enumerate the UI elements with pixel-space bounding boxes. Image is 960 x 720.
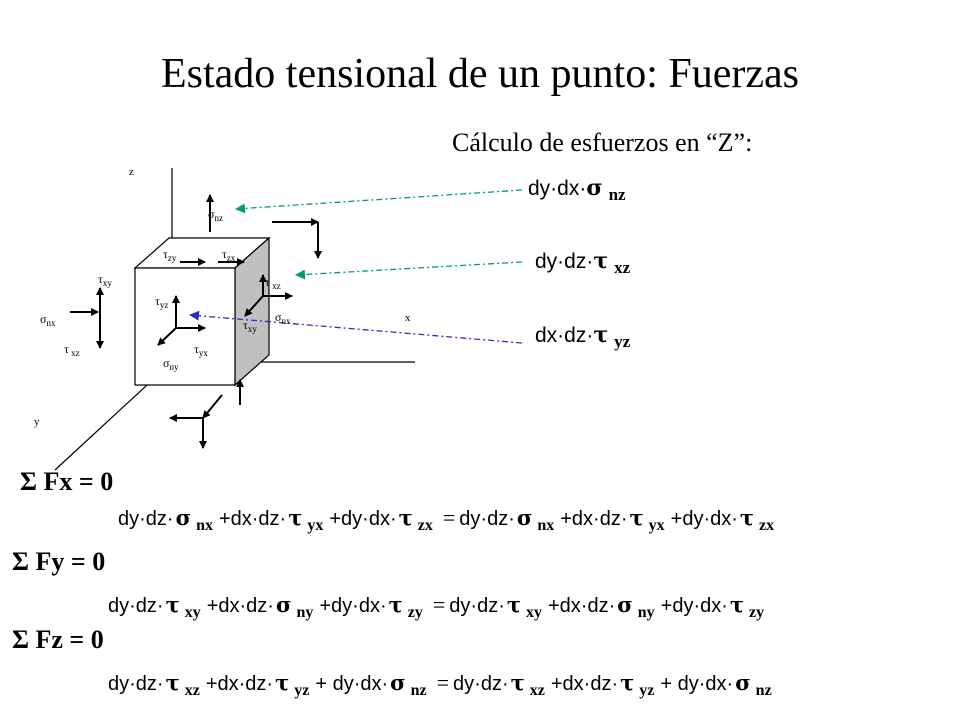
label-tau-xz-left: τ xz bbox=[64, 342, 80, 358]
term-symbol: σ bbox=[275, 592, 292, 617]
heading-fz: Σ Fz = 0 bbox=[12, 625, 104, 654]
term-prefix: +dy·dx· bbox=[329, 508, 397, 530]
leader-arrow-xz bbox=[295, 261, 523, 280]
label-tau-yz: τyz bbox=[155, 294, 169, 310]
leader-arrow-nz bbox=[235, 189, 523, 214]
term-prefix: +dy·dx· bbox=[670, 508, 738, 530]
term-symbol: τ bbox=[288, 505, 303, 530]
x-axis-label: x bbox=[405, 312, 411, 324]
term-prefix: dy·dz· bbox=[108, 595, 164, 617]
label-sigma-nz: σnz bbox=[208, 207, 223, 223]
equals-sign: = bbox=[442, 505, 456, 530]
term-symbol: σ bbox=[617, 592, 633, 617]
equals-sign: = bbox=[436, 670, 450, 695]
term-symbol: τ bbox=[510, 670, 525, 695]
label-sigma-nx-left: σnx bbox=[40, 312, 56, 328]
term-subscript: xy bbox=[184, 604, 201, 621]
label-tau-zy: τzy bbox=[163, 247, 177, 263]
term-prefix: +dy·dx· bbox=[660, 595, 728, 617]
term-symbol: σ bbox=[390, 670, 406, 695]
term-subscript: nx bbox=[537, 517, 555, 534]
z-axis-label: z bbox=[129, 166, 134, 178]
term-subscript: zx bbox=[417, 517, 433, 534]
term-symbol: τ bbox=[275, 670, 290, 695]
term-symbol: τ bbox=[165, 592, 180, 617]
term-symbol: σ bbox=[516, 505, 533, 530]
term-prefix: dy·dz· bbox=[449, 595, 505, 617]
y-axis-label: y bbox=[34, 416, 40, 428]
term-subscript: zx bbox=[759, 517, 775, 534]
term-subscript: nx bbox=[196, 517, 213, 534]
label-tau-xy-right: τxy bbox=[243, 318, 257, 334]
force-arrows bbox=[70, 194, 322, 449]
term-prefix: +dx·dz· bbox=[205, 673, 274, 695]
term-subscript: nz bbox=[755, 682, 772, 699]
term-prefix: +dx·dz· bbox=[218, 508, 287, 530]
slide-title: Estado tensional de un punto: Fuerzas bbox=[160, 51, 800, 97]
term-subscript: xz bbox=[529, 682, 545, 699]
term-prefix: +dx·dz· bbox=[206, 595, 274, 617]
term-prefix: dy·dz· bbox=[108, 673, 164, 695]
term-subscript: zy bbox=[749, 604, 765, 621]
heading-fx: Σ Fx = 0 bbox=[20, 467, 114, 496]
label-tau-zx: τzx bbox=[222, 247, 236, 263]
label-tau-xy-left: τxy bbox=[98, 272, 112, 288]
term-symbol: τ bbox=[729, 592, 745, 617]
term-symbol: τ bbox=[620, 670, 635, 695]
term-prefix: dy·dz· bbox=[453, 673, 509, 695]
term-subscript: yz bbox=[294, 682, 310, 699]
term-prefix: + dy·dx· bbox=[660, 673, 734, 695]
term-subscript: zy bbox=[407, 604, 423, 621]
term-prefix: +dy·dx· bbox=[319, 595, 387, 617]
term-prefix: +dx·dz· bbox=[548, 595, 616, 617]
term-symbol: σ bbox=[735, 670, 751, 695]
equals-sign: = bbox=[432, 592, 446, 617]
term-subscript: nz bbox=[410, 682, 427, 699]
term-subscript: yz bbox=[639, 682, 655, 699]
label-tau-xz-right: τ xz bbox=[265, 275, 281, 291]
term-subscript: yx bbox=[307, 517, 324, 534]
term-symbol: τ bbox=[506, 592, 521, 617]
term-symbol: τ bbox=[629, 505, 644, 530]
heading-fy: Σ Fy = 0 bbox=[12, 547, 106, 576]
term-subscript: yx bbox=[648, 517, 665, 534]
term-symbol: τ bbox=[165, 670, 180, 695]
label-sigma-ny: σny bbox=[163, 356, 179, 372]
label-tau-yx: τyx bbox=[194, 342, 208, 358]
label-sigma-nx-right: σnx bbox=[275, 310, 291, 326]
term-prefix: +dx·dz· bbox=[550, 673, 619, 695]
term-symbol: τ bbox=[388, 592, 403, 617]
term-prefix: + dy·dx· bbox=[315, 673, 389, 695]
term-symbol: σ bbox=[175, 505, 192, 530]
term-prefix: dy·dz· bbox=[118, 508, 174, 530]
cube-front-face bbox=[134, 267, 236, 386]
term-subscript: xz bbox=[184, 682, 200, 699]
term-subscript: ny bbox=[637, 604, 655, 621]
subtitle: Cálculo de esfuerzos en “Z”: bbox=[452, 128, 753, 157]
term-subscript: ny bbox=[296, 604, 314, 621]
term-symbol: τ bbox=[398, 505, 413, 530]
term-subscript: xy bbox=[526, 604, 542, 621]
term-prefix: dy·dz· bbox=[459, 508, 515, 530]
term-prefix: +dx·dz· bbox=[560, 508, 628, 530]
term-symbol: τ bbox=[739, 505, 755, 530]
